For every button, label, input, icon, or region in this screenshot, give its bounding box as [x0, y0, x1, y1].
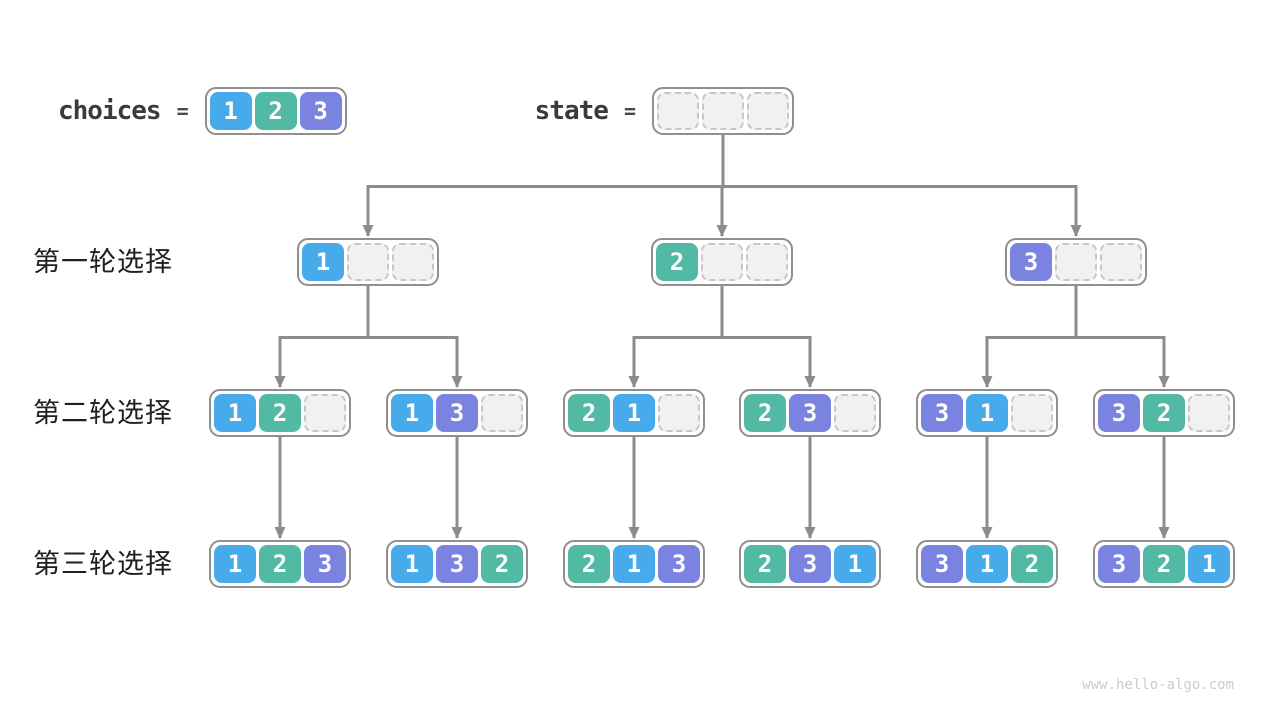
choice-2-cell: 2: [254, 92, 297, 130]
empty-slot-cell: [658, 394, 700, 432]
empty-slot-cell: [347, 243, 389, 281]
choice-3-cell: 3: [436, 394, 478, 432]
choice-3-cell: 3: [1098, 394, 1140, 432]
round-2-label: 第二轮选择: [33, 398, 173, 428]
choice-2-cell: 2: [568, 394, 610, 432]
choice-2-cell: 2: [1143, 545, 1185, 583]
empty-slot-cell: [304, 394, 346, 432]
choice-3-cell: 3: [921, 394, 963, 432]
choice-3-cell: 3: [299, 92, 342, 130]
choice-2-cell: 2: [744, 545, 786, 583]
choice-2-cell: 2: [656, 243, 698, 281]
choice-3-cell: 3: [1098, 545, 1140, 583]
empty-slot-cell: [834, 394, 876, 432]
choice-1-cell: 1: [302, 243, 344, 281]
choice-1-cell: 1: [209, 92, 252, 130]
choice-1-cell: 1: [391, 545, 433, 583]
state-box-round1-2: 2: [651, 238, 793, 286]
empty-slot-cell: [702, 92, 744, 130]
choice-1-cell: 1: [391, 394, 433, 432]
empty-slot-cell: [481, 394, 523, 432]
state-equals-sign: =: [623, 99, 636, 123]
choice-1-cell: 1: [214, 545, 256, 583]
state-label: state: [534, 96, 609, 126]
choice-3-cell: 3: [304, 545, 346, 583]
choice-3-cell: 3: [789, 545, 831, 583]
choice-3-cell: 3: [658, 545, 700, 583]
choice-2-cell: 2: [259, 394, 301, 432]
empty-slot-cell: [1055, 243, 1097, 281]
empty-slot-cell: [747, 92, 789, 130]
choice-2-cell: 2: [1011, 545, 1053, 583]
choices-equals-sign: =: [176, 99, 189, 123]
empty-slot-cell: [701, 243, 743, 281]
round-3-label: 第三轮选择: [33, 549, 173, 579]
choice-3-cell: 3: [436, 545, 478, 583]
choice-1-cell: 1: [1188, 545, 1230, 583]
choice-3-cell: 3: [789, 394, 831, 432]
state-array-box: [652, 87, 794, 135]
choices-label: choices: [58, 96, 162, 126]
round-1-label: 第一轮选择: [33, 247, 173, 277]
state-box-round1-3: 3: [1005, 238, 1147, 286]
empty-slot-cell: [1100, 243, 1142, 281]
choice-1-cell: 1: [214, 394, 256, 432]
choice-1-cell: 1: [834, 545, 876, 583]
choice-1-cell: 1: [966, 394, 1008, 432]
state-declaration: state =: [535, 87, 794, 135]
choice-1-cell: 1: [966, 545, 1008, 583]
choice-2-cell: 2: [481, 545, 523, 583]
empty-slot-cell: [1188, 394, 1230, 432]
watermark: www.hello-algo.com: [1082, 677, 1234, 693]
choice-2-cell: 2: [744, 394, 786, 432]
empty-slot-cell: [657, 92, 699, 130]
empty-slot-cell: [746, 243, 788, 281]
empty-slot-cell: [392, 243, 434, 281]
empty-slot-cell: [1011, 394, 1053, 432]
choice-3-cell: 3: [1010, 243, 1052, 281]
choice-1-cell: 1: [613, 394, 655, 432]
choice-2-cell: 2: [568, 545, 610, 583]
choice-2-cell: 2: [259, 545, 301, 583]
choice-1-cell: 1: [613, 545, 655, 583]
choice-2-cell: 2: [1143, 394, 1185, 432]
choice-3-cell: 3: [921, 545, 963, 583]
state-box-round1-1: 1: [297, 238, 439, 286]
